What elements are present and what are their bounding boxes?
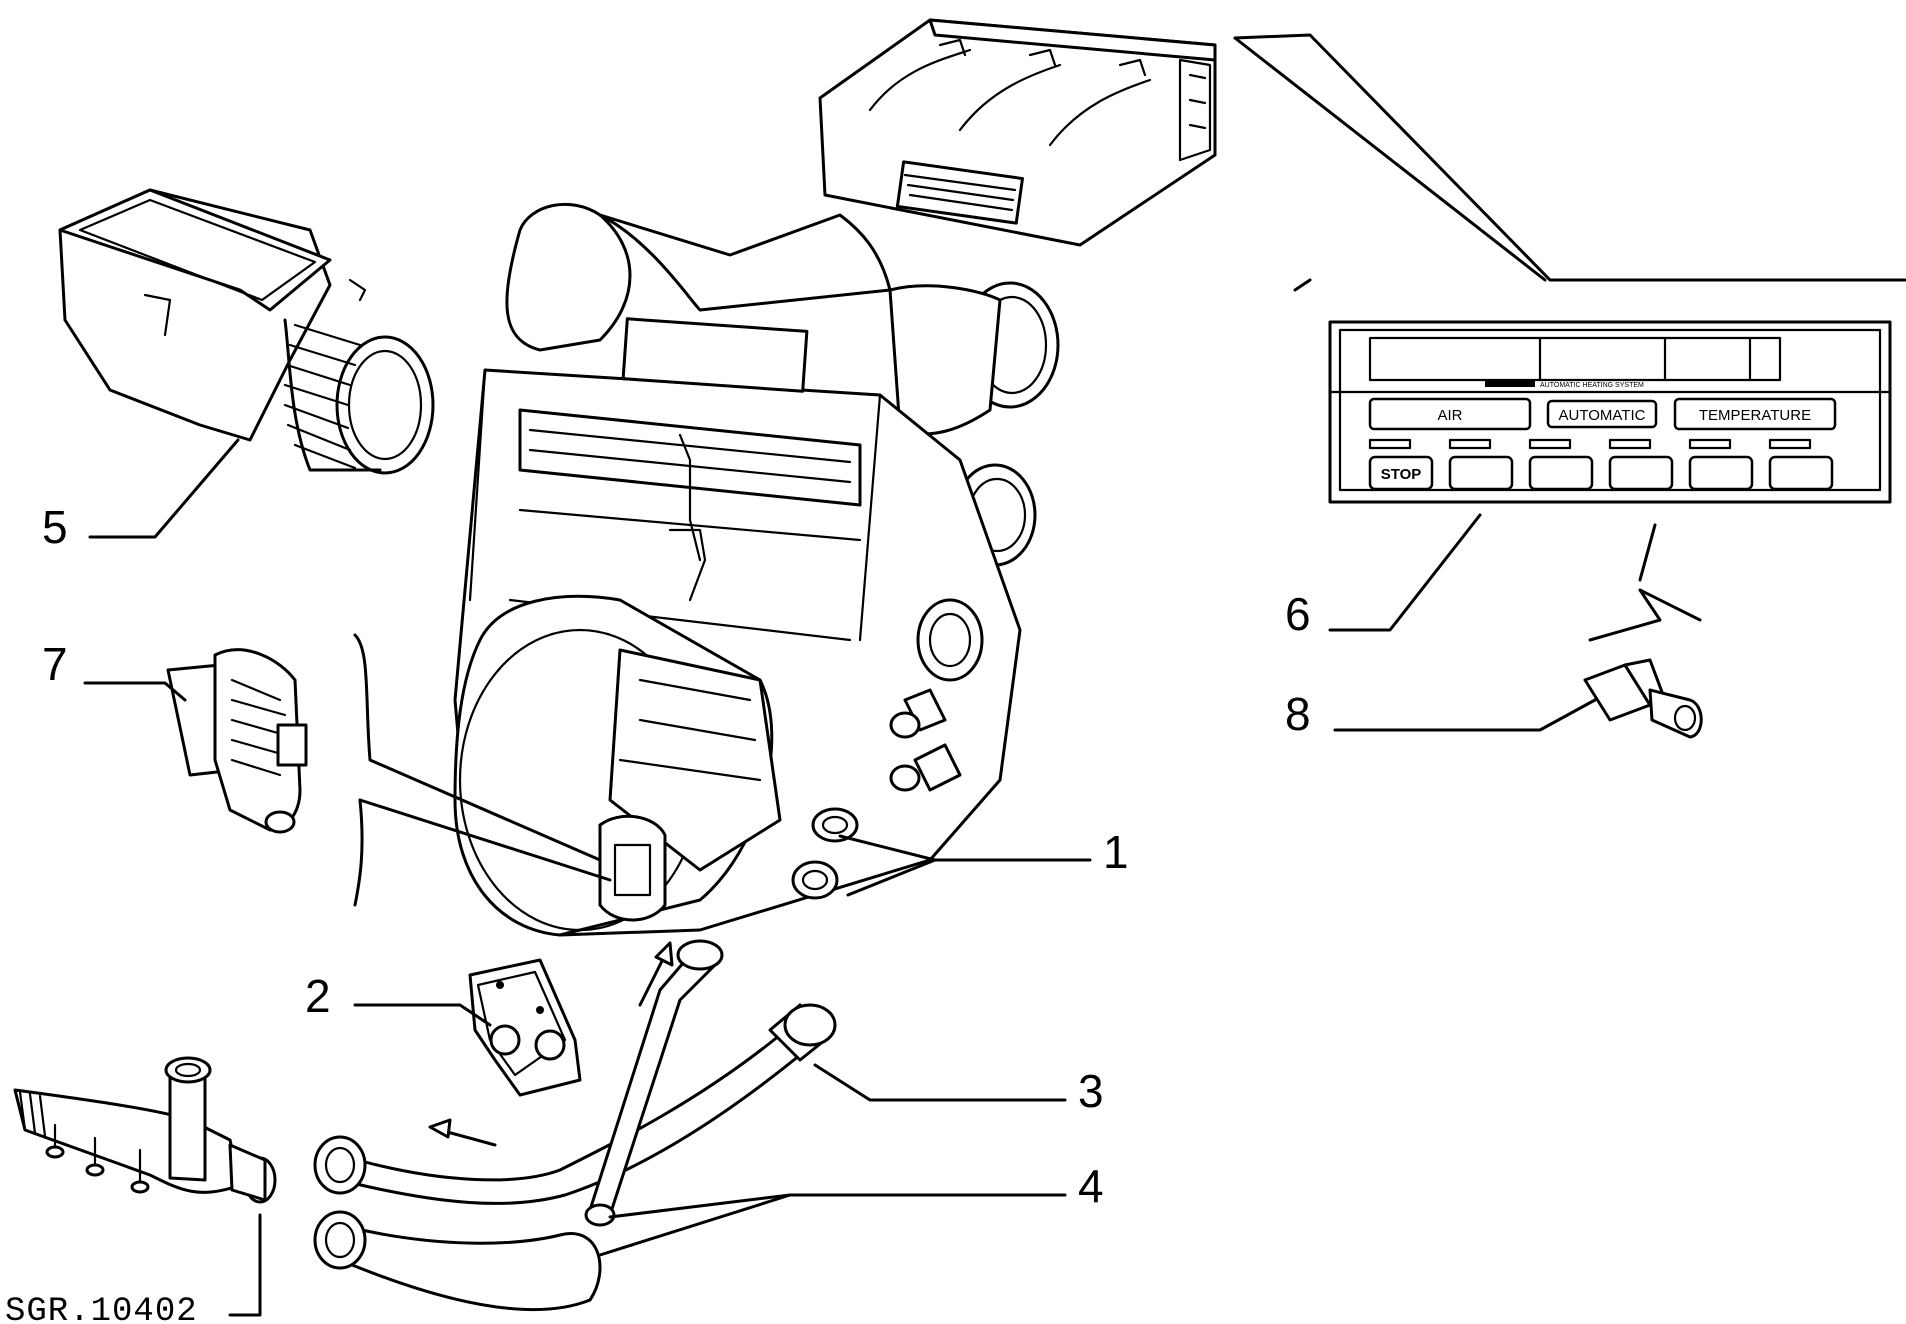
callout-labels: 1 2 3 4 5 6 7 8	[42, 501, 1311, 1212]
temperature-button[interactable]: TEMPERATURE	[1673, 397, 1837, 431]
air-button[interactable]: AIR	[1368, 397, 1532, 431]
preset-button-3[interactable]	[1528, 455, 1594, 491]
preset-button-2[interactable]	[1448, 455, 1514, 491]
control-unit-module	[818, 18, 1217, 247]
parts-3-4-hoses	[313, 939, 837, 1312]
automatic-button[interactable]: AUTOMATIC	[1546, 399, 1658, 429]
preset-button-6[interactable]	[1768, 455, 1834, 491]
callout-7: 7	[42, 638, 68, 690]
air-button-label: AIR	[1437, 407, 1462, 424]
part-8-bulb	[1583, 588, 1703, 739]
preset-button-4[interactable]	[1608, 455, 1674, 491]
part-2-gasket	[468, 958, 582, 1097]
callout-3: 3	[1078, 1065, 1104, 1117]
callout-5: 5	[42, 501, 68, 553]
callout-1: 1	[1103, 826, 1129, 878]
stop-button-label: STOP	[1381, 466, 1422, 483]
leader-lines	[83, 438, 1657, 1317]
callout-6: 6	[1285, 588, 1311, 640]
reference-code: SGR.10402	[5, 1293, 198, 1324]
automatic-button-label: AUTOMATIC	[1559, 407, 1646, 424]
callout-4: 4	[1078, 1160, 1104, 1212]
water-manifold-pipe	[13, 1056, 277, 1204]
part-6-climate-control-panel: AUTOMATIC HEATING SYSTEM AIR AUTOMATIC T…	[1233, 33, 1906, 504]
part-7-resistor-module	[166, 648, 308, 834]
indicator-lights	[1368, 438, 1812, 450]
callout-2: 2	[305, 970, 331, 1022]
heater-box-assembly	[353, 202, 1060, 937]
temperature-button-label: TEMPERATURE	[1699, 407, 1811, 424]
part-5-air-intake-duct	[58, 188, 435, 475]
callout-8: 8	[1285, 688, 1311, 740]
panel-header-text: AUTOMATIC HEATING SYSTEM	[1540, 382, 1644, 389]
preset-button-5[interactable]	[1688, 455, 1754, 491]
stop-button[interactable]: STOP	[1368, 455, 1434, 491]
